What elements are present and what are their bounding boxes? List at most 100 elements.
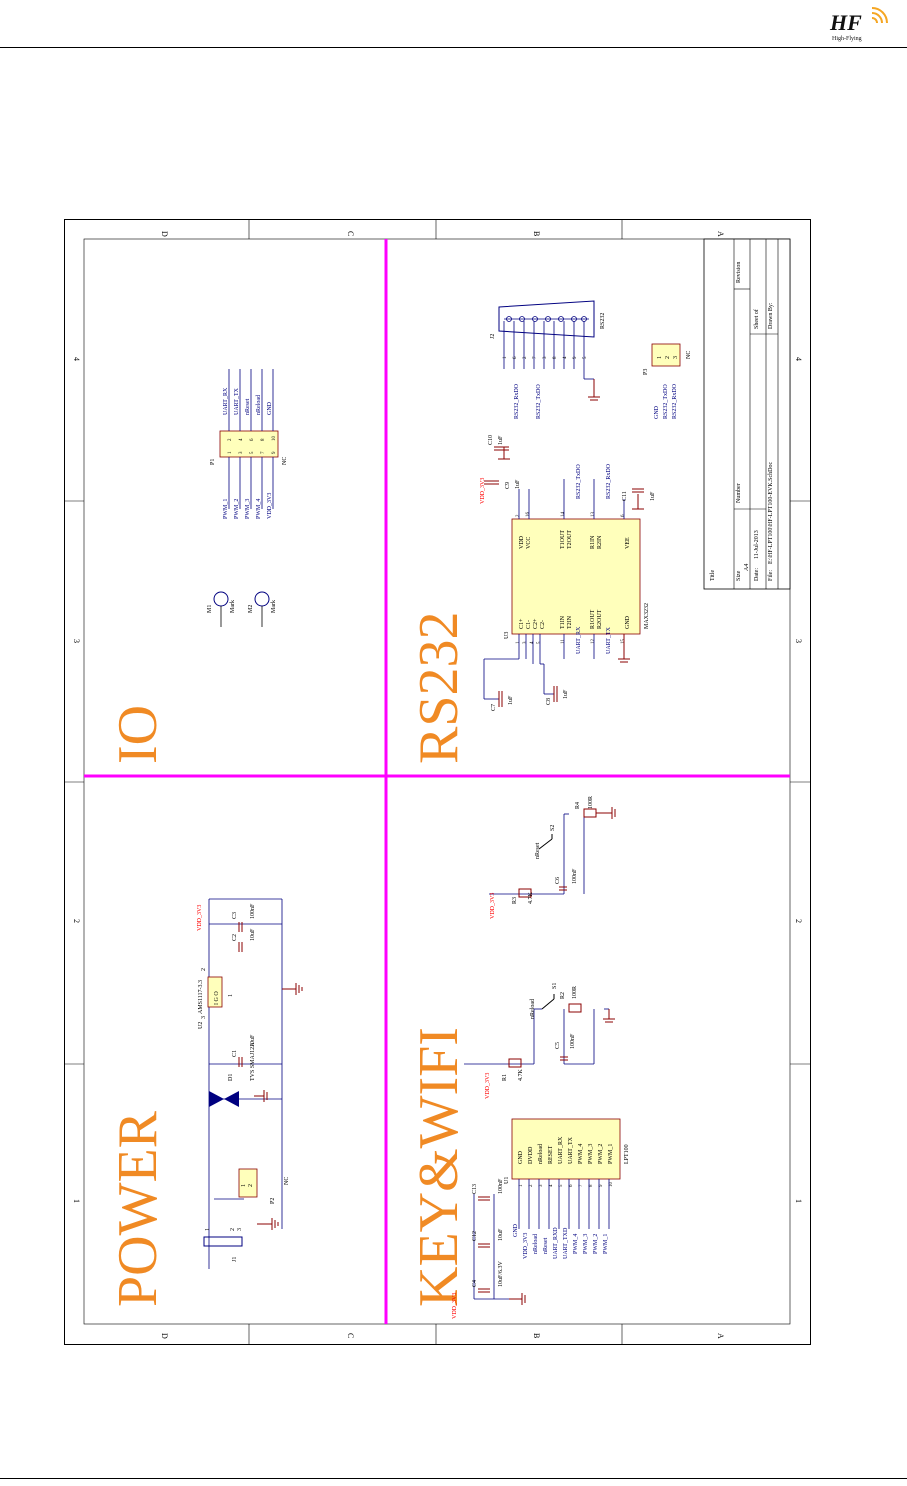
- u3-pin-t1in: T1IN: [560, 615, 566, 629]
- u3-num-3: 3: [523, 641, 528, 644]
- j2-pin-3: 3: [543, 356, 548, 359]
- u3-pin-r2out: R2OUT: [597, 609, 603, 629]
- c6-label: C6: [555, 877, 561, 884]
- u1-num-4: 4: [549, 1184, 554, 1187]
- j2-pin-1: 1: [503, 356, 508, 359]
- zone-left-b: B: [532, 231, 541, 236]
- rs232-ground-symbols: [498, 379, 644, 663]
- c10-value: 1uF: [498, 435, 504, 445]
- file-value: E:\HF-LPT100\HF-LPT100-EVK.SchDoc: [768, 462, 774, 564]
- p1-net-uart-rx: UART_RX: [223, 387, 229, 415]
- p1-net-nreload: nReload: [256, 395, 262, 415]
- zone-bottom-4: 4: [794, 357, 803, 361]
- p3-net-txdo: RS232_TxDO: [663, 384, 669, 419]
- title-block: Title Size A4 Number Revision Date: 11-J…: [703, 238, 791, 590]
- number-label: Number: [736, 483, 742, 503]
- c12-label: C12: [472, 1231, 478, 1241]
- power-section: U2 AMS1117-3.3 I G O 3 1 2 VDD_3V3 C3 10…: [197, 898, 303, 1269]
- u1-num-9: 9: [599, 1184, 604, 1187]
- p1-pin-2: 2: [228, 438, 233, 441]
- zone-top-1: 1: [72, 1199, 81, 1203]
- key-wifi-section: U1 LPT100 GND DVDD nReload RESET UART_RX…: [452, 796, 630, 1319]
- logo-text: HF: [829, 10, 862, 35]
- u3-max3232: [511, 518, 641, 635]
- p1-pin-1: 1: [228, 451, 233, 454]
- u1-net-pwm1: PWM_1: [603, 1234, 609, 1254]
- d1-part: TVS SMAJ12A: [250, 1042, 256, 1081]
- p3-connector: [651, 343, 681, 367]
- j2-pin-8: 8: [553, 356, 558, 359]
- c13-label: C13: [472, 1184, 478, 1194]
- s1-switch: [541, 994, 555, 1010]
- p1-note: NC: [282, 457, 288, 465]
- c12-value: 10uF: [498, 1228, 504, 1241]
- u1-net-gnd: GND: [513, 1223, 519, 1237]
- zone-bottom-2: 2: [794, 919, 803, 923]
- u2-io: I G O: [214, 991, 220, 1005]
- s2-label: S2: [550, 825, 556, 831]
- p3-net-rxdo: RS232_RxDO: [672, 383, 678, 419]
- c7-label: C7: [491, 704, 497, 711]
- c3-label: C3: [232, 912, 238, 919]
- net-rs232-txdo-j2: RS232_TxDO: [536, 384, 542, 419]
- m2-mark: [254, 591, 270, 607]
- u2-pin-1: 1: [228, 994, 234, 997]
- u1-pin-uart-tx: UART_TX: [568, 1136, 574, 1164]
- sheet-label: Sheet of: [753, 309, 760, 329]
- m2-label: M2: [248, 605, 254, 613]
- r3-value: 4.7K: [528, 892, 534, 905]
- schematic-sheet: D C B A D C B A 4 3 2 1 4 3 2 1 IO POWER…: [64, 219, 811, 1345]
- u3-num-1: 1: [516, 641, 521, 644]
- u1-pin-pwm3: PWM_3: [588, 1144, 594, 1164]
- file-label: File:: [768, 570, 774, 581]
- u1-num-2: 2: [529, 1184, 534, 1187]
- u1-num-3: 3: [539, 1184, 544, 1187]
- c2-label: C2: [232, 934, 238, 941]
- p2-pin-2: 2: [248, 1184, 254, 1187]
- io-section: P1 NC PWM_1 PWM_2 PWM_3 PWM_4 VDD_3V3 UA…: [207, 369, 288, 627]
- p1-pin-7: 7: [261, 451, 266, 454]
- p1-pin-3: 3: [239, 451, 244, 454]
- u3-pin-vcc: VCC: [526, 537, 532, 549]
- size-label: Size: [736, 570, 742, 581]
- u3-label: U3: [504, 632, 510, 639]
- r2-label: R2: [560, 992, 566, 999]
- header-rule: [0, 47, 907, 48]
- c9-value: 1uF: [515, 479, 521, 489]
- title-label: Title: [710, 570, 716, 581]
- u3-num-5: 5: [537, 641, 542, 644]
- p3-pin-3: 3: [673, 356, 679, 359]
- d1-label: D1: [228, 1074, 234, 1081]
- j2-pin-4: 4: [563, 356, 568, 359]
- s2-switch: [538, 834, 553, 850]
- zone-top-3: 3: [72, 639, 81, 643]
- c4-label: C4: [472, 1280, 478, 1287]
- c11-label: C11: [622, 491, 628, 501]
- c2-value: 10uF: [250, 928, 256, 941]
- u3-num-4: 4: [530, 641, 535, 644]
- p1-net-gnd: GND: [267, 401, 273, 415]
- j1-pin-1: 1: [205, 1228, 211, 1231]
- p3-note: NC: [686, 351, 692, 359]
- j2-pin-5: 5: [583, 356, 588, 359]
- d1-tvs-diode: [209, 1091, 239, 1107]
- u3-num-11: 11: [561, 639, 566, 644]
- u3-pin-t2in: T2IN: [567, 615, 573, 629]
- zone-top-2: 2: [72, 919, 81, 923]
- c5-label: C5: [555, 1042, 561, 1049]
- p1-pin-5: 5: [250, 451, 255, 454]
- net-uart-rx-u3: UART_RX: [576, 626, 582, 654]
- p2-pin-1: 1: [241, 1184, 247, 1187]
- p3-pin-1: 1: [657, 356, 663, 359]
- u3-pin-c1m: C1-: [526, 620, 532, 629]
- zone-bottom-3: 3: [794, 639, 803, 643]
- u1-pin-nreload: nReload: [538, 1144, 544, 1164]
- u3-pin-c2p: C2+: [533, 618, 539, 629]
- m1-mark: [213, 591, 229, 607]
- p1-net-vdd: VDD_3V3: [267, 493, 273, 519]
- zone-right-c: C: [346, 1333, 355, 1338]
- p2-label: P2: [270, 1198, 276, 1204]
- u1-num-8: 8: [589, 1184, 594, 1187]
- u1-pin-uart-rx: UART_RX: [558, 1136, 564, 1164]
- s2-net: nReset: [535, 842, 541, 859]
